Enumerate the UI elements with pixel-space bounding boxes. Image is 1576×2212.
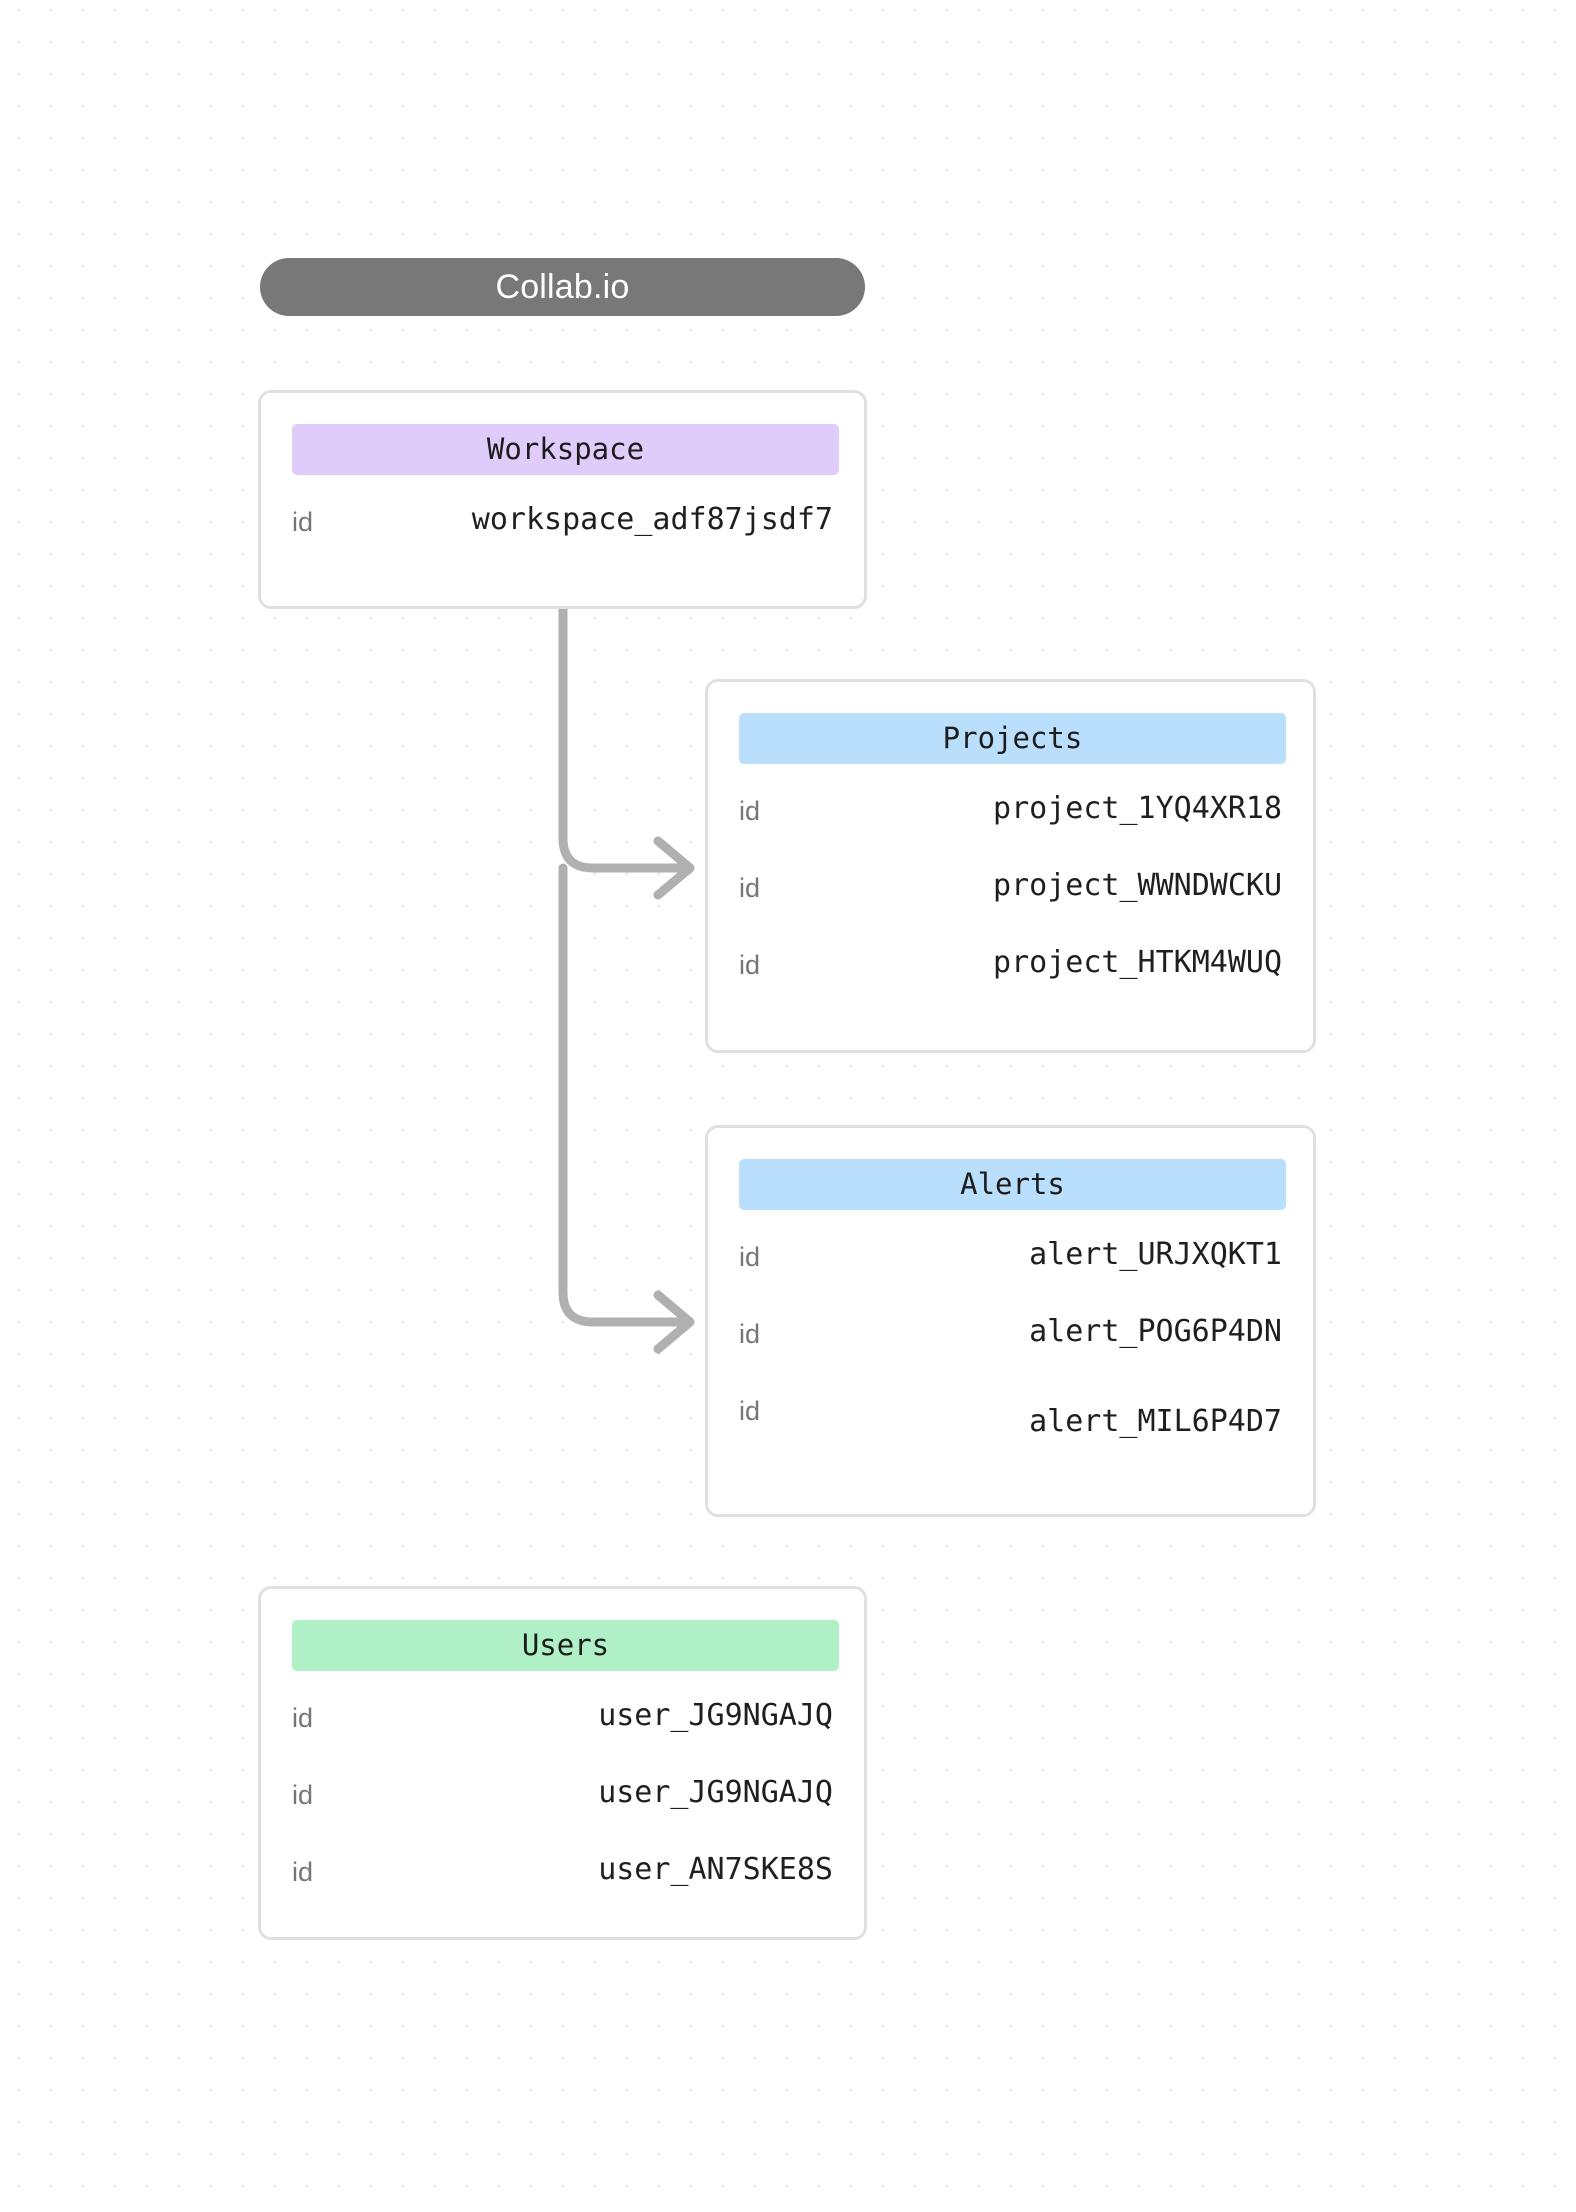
table-row[interactable]: id alert_URJXQKT1	[708, 1236, 1313, 1292]
row-value: alert_POG6P4DN	[1029, 1314, 1282, 1349]
row-value: user_JG9NGAJQ	[598, 1698, 833, 1733]
row-key: id	[739, 1396, 761, 1426]
row-key: id	[739, 1319, 761, 1349]
table-row[interactable]: id alert_POG6P4DN	[708, 1313, 1313, 1369]
row-value: workspace_adf87jsdf7	[471, 502, 833, 537]
row-key: id	[292, 1703, 314, 1733]
card-header-workspace: Workspace	[292, 424, 839, 475]
app-title-pill: Collab.io	[260, 258, 865, 316]
table-row[interactable]: id user_JG9NGAJQ	[261, 1774, 864, 1830]
entity-card-users[interactable]: Users id user_JG9NGAJQ id user_JG9NGAJQ …	[258, 1586, 867, 1940]
table-row[interactable]: id workspace_adf87jsdf7	[261, 501, 864, 557]
card-header-users: Users	[292, 1620, 839, 1671]
card-title-workspace: Workspace	[486, 432, 645, 466]
row-key: id	[739, 873, 761, 903]
table-row[interactable]: id project_HTKM4WUQ	[708, 944, 1313, 1000]
arrowhead-alerts	[653, 1290, 695, 1354]
row-value: project_WWNDWCKU	[993, 868, 1282, 903]
table-row[interactable]: id project_1YQ4XR18	[708, 790, 1313, 846]
card-title-users: Users	[521, 1628, 610, 1662]
entity-card-projects[interactable]: Projects id project_1YQ4XR18 id project_…	[705, 679, 1316, 1053]
row-value: alert_URJXQKT1	[1029, 1237, 1282, 1272]
card-title-projects: Projects	[942, 721, 1083, 755]
row-key: id	[739, 1242, 761, 1272]
row-key: id	[739, 950, 761, 980]
card-header-projects: Projects	[739, 713, 1286, 764]
row-value: project_HTKM4WUQ	[993, 945, 1282, 980]
row-key: id	[292, 507, 314, 537]
row-value: alert_MIL6P4D7	[1029, 1404, 1282, 1439]
table-row[interactable]: id project_WWNDWCKU	[708, 867, 1313, 923]
entity-card-workspace[interactable]: Workspace id workspace_adf87jsdf7	[258, 390, 867, 609]
card-title-alerts: Alerts	[960, 1167, 1065, 1201]
connector-workspace-to-projects	[558, 603, 689, 873]
row-value: project_1YQ4XR18	[993, 791, 1282, 826]
row-key: id	[292, 1780, 314, 1810]
row-key: id	[739, 796, 761, 826]
row-value: user_JG9NGAJQ	[598, 1775, 833, 1810]
row-value: user_AN7SKE8S	[598, 1852, 833, 1887]
card-header-alerts: Alerts	[739, 1159, 1286, 1210]
table-row[interactable]: id user_JG9NGAJQ	[261, 1697, 864, 1753]
table-row[interactable]: id user_AN7SKE8S	[261, 1851, 864, 1907]
arrowhead-projects	[653, 836, 695, 900]
app-title-label: Collab.io	[495, 268, 630, 306]
entity-card-alerts[interactable]: Alerts id alert_URJXQKT1 id alert_POG6P4…	[705, 1125, 1316, 1517]
table-row[interactable]: id alert_MIL6P4D7	[708, 1390, 1313, 1446]
row-key: id	[292, 1857, 314, 1887]
connector-workspace-to-alerts	[558, 863, 689, 1327]
